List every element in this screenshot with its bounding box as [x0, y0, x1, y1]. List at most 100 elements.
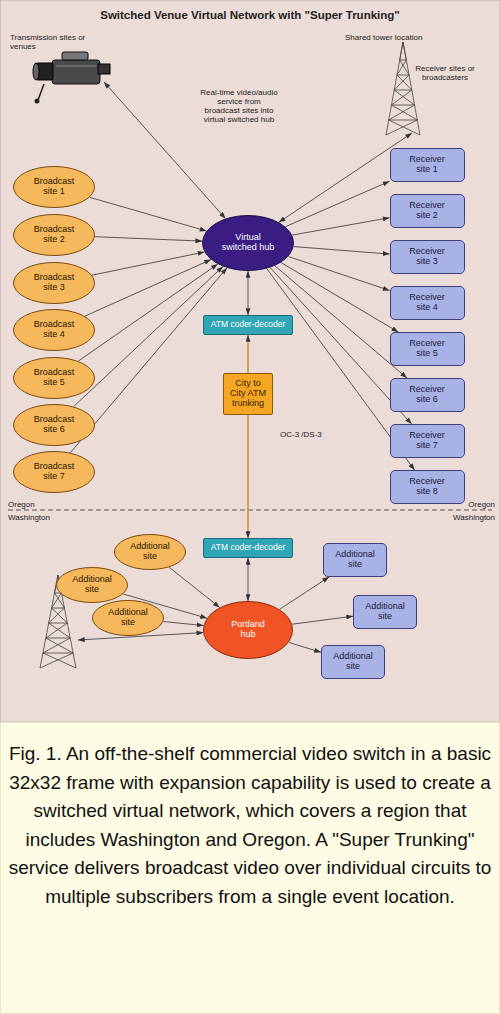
ellipse-shape [14, 263, 95, 304]
ellipse-shape [14, 405, 95, 446]
state-border [8, 510, 492, 511]
ellipse-shape [115, 535, 186, 570]
site-ellipse: Portland hub [203, 601, 293, 659]
site-box: Receiver site 5 [390, 332, 465, 366]
annotation: Washington [8, 513, 68, 522]
figure-caption: Fig. 1. An off-the-shelf commercial vide… [8, 740, 492, 911]
connector-arrow [247, 415, 248, 538]
site-ellipse: Broadcast site 6 [13, 404, 95, 446]
site-box: Receiver site 3 [390, 240, 465, 274]
site-box: Receiver site 6 [390, 378, 465, 412]
feed-line [104, 82, 226, 219]
site-box: City to City ATM trunking [223, 373, 273, 415]
node-text: Broadcast site 6 [13, 415, 95, 435]
site-ellipse: Broadcast site 1 [13, 166, 95, 208]
site-ellipse: Additional site [56, 567, 128, 603]
node-text: Broadcast site 5 [13, 368, 95, 388]
connector-arrow [285, 181, 389, 226]
node-text: Receiver site 7 [391, 431, 464, 451]
site-ellipse: Additional site [92, 600, 164, 636]
connector-arrow [90, 197, 207, 231]
node-text: Additional site [92, 608, 164, 628]
connector-arrow [169, 567, 220, 607]
connector-arrow [289, 642, 321, 652]
connector-arrow [248, 271, 249, 315]
node-text: Portland hub [203, 620, 293, 640]
connector-arrow [74, 266, 223, 406]
annotation: Real-time video/audio service from broad… [200, 88, 278, 124]
connector-arrow [294, 247, 390, 254]
node-text: Virtual switched hub [202, 233, 294, 253]
diagram-title: Switched Venue Virtual Network with "Sup… [0, 9, 500, 22]
site-ellipse: Broadcast site 2 [13, 214, 95, 256]
annotation: Receiver sites or broadcasters [410, 64, 480, 82]
node-text: Broadcast site 1 [13, 177, 95, 197]
node-text: City to City ATM trunking [224, 379, 272, 409]
site-ellipse: Broadcast site 5 [13, 357, 95, 399]
node-text: Receiver site 3 [391, 247, 464, 267]
connector-arrow [288, 257, 389, 291]
node-text: Receiver site 4 [391, 293, 464, 313]
annotation: Washington [430, 513, 495, 522]
node-text: Additional site [324, 550, 386, 570]
annotation: Shared tower location [345, 33, 455, 42]
node-text: Receiver site 5 [391, 339, 464, 359]
site-ellipse: Additional site [114, 534, 186, 570]
connector-arrow [163, 622, 203, 626]
node-text: ATM coder-decoder [204, 320, 292, 329]
node-text: Additional site [56, 575, 128, 595]
node-text: Additional site [114, 542, 186, 562]
node-text: Receiver site 1 [391, 155, 464, 175]
site-box: ATM coder-decoder [203, 538, 293, 558]
annotation: OC-3 /DS-3 [280, 430, 340, 439]
site-ellipse: Broadcast site 3 [13, 262, 95, 304]
annotation: Transmission sites or venues [10, 33, 110, 51]
ellipse-shape [93, 601, 164, 636]
annotation: Oregon [440, 500, 495, 509]
connector-arrow [248, 558, 249, 601]
node-text: Broadcast site 4 [13, 320, 95, 340]
connector-arrow [275, 266, 407, 378]
site-ellipse: Virtual switched hub [202, 215, 294, 271]
ellipse-shape [57, 568, 128, 603]
ellipse-shape [14, 310, 95, 351]
caption-panel [0, 722, 500, 1014]
ellipse-shape [14, 215, 95, 256]
annotation: Oregon [8, 500, 58, 509]
site-box: Additional site [323, 543, 387, 577]
node-text: Receiver site 8 [391, 477, 464, 497]
node-text: ATM coder-decoder [204, 543, 292, 552]
connector-arrow [292, 616, 353, 624]
site-box: Receiver site 4 [390, 286, 465, 320]
site-box: Receiver site 1 [390, 148, 465, 182]
node-text: Additional site [354, 602, 416, 622]
ellipse-shape [14, 358, 95, 399]
node-text: Receiver site 2 [391, 201, 464, 221]
connector-arrow [85, 260, 211, 317]
connector-arrow [95, 237, 202, 241]
ellipse-shape [203, 216, 294, 271]
connector-arrow [280, 577, 329, 609]
connector-arrow [92, 252, 204, 275]
node-text: Receiver site 6 [391, 385, 464, 405]
site-box: Additional site [321, 645, 385, 679]
site-ellipse: Broadcast site 7 [13, 451, 95, 493]
site-box: Additional site [353, 595, 417, 629]
ellipse-shape [14, 452, 95, 493]
node-text: Additional site [322, 652, 384, 672]
ellipse-shape [204, 602, 293, 659]
connector-arrow [247, 335, 248, 373]
connector-arrow [78, 264, 217, 361]
node-text: Broadcast site 2 [13, 225, 95, 245]
tower-illustration [386, 42, 420, 135]
node-text: Broadcast site 3 [13, 273, 95, 293]
connector-arrow [292, 218, 389, 235]
camera-illustration [33, 52, 110, 104]
site-box: ATM coder-decoder [203, 315, 293, 335]
node-text: Broadcast site 7 [13, 462, 95, 482]
site-box: Receiver site 7 [390, 424, 465, 458]
site-box: Receiver site 2 [390, 194, 465, 228]
site-box: Receiver site 8 [390, 470, 465, 504]
diagram-panel [0, 0, 500, 722]
